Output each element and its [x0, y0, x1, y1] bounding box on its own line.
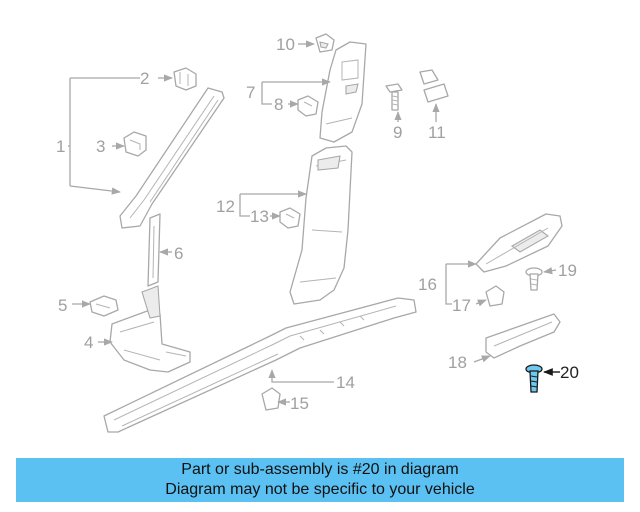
callout-17: 17	[452, 296, 471, 315]
bolt-part-9	[385, 83, 403, 111]
callout-15: 15	[290, 394, 309, 413]
callout-18: 18	[448, 353, 467, 372]
b-pillar-lower-trim	[289, 145, 353, 305]
callout-19: 19	[558, 261, 577, 280]
rear-sill-trim-part-16	[475, 213, 563, 273]
clip-part-13	[279, 207, 301, 229]
info-banner: Part or sub-assembly is #20 in diagram D…	[16, 458, 624, 502]
callout-14: 14	[336, 373, 355, 392]
callout-4: 4	[84, 333, 93, 352]
banner-line-1: Part or sub-assembly is #20 in diagram	[181, 461, 459, 478]
screw-part-19	[525, 267, 543, 291]
fastener-part-20[interactable]	[525, 364, 543, 393]
callout-8: 8	[274, 95, 283, 114]
callout-labels: 1 2 3 4 5 6 7 8 9 10 11 12 13 14 15 16 1…	[56, 35, 579, 413]
banner-line-2: Diagram may not be specific to your vehi…	[165, 481, 475, 498]
callout-20[interactable]: 20	[560, 363, 579, 382]
callout-11: 11	[428, 123, 446, 142]
b-pillar-upper-trim	[319, 41, 367, 143]
callout-16: 16	[418, 275, 437, 294]
callout-2: 2	[140, 69, 149, 88]
clip-part-2	[173, 67, 197, 91]
kick-panel-part-4	[109, 285, 191, 373]
bracket-part-5	[89, 295, 119, 317]
callout-1: 1	[56, 137, 65, 156]
sill-plate-part-14	[103, 297, 417, 433]
clip-part-3	[123, 131, 147, 157]
clip-part-17	[485, 285, 505, 307]
leader-lines	[68, 40, 560, 406]
pad-part-11	[419, 69, 449, 103]
callout-5: 5	[58, 296, 67, 315]
bracket-part-18	[485, 313, 561, 359]
callout-12: 12	[216, 197, 235, 216]
callout-9: 9	[393, 123, 402, 142]
callout-7: 7	[246, 83, 255, 102]
callout-10: 10	[276, 35, 295, 54]
callout-6: 6	[174, 244, 183, 263]
clip-part-8	[297, 95, 319, 117]
parts-diagram: 1 2 3 4 5 6 7 8 9 10 11 12 13 14 15 16 1…	[56, 33, 579, 433]
a-pillar-trim	[119, 87, 225, 229]
trim-strip-part-6	[147, 213, 161, 287]
callout-3: 3	[96, 137, 105, 156]
clip-part-15	[261, 387, 281, 411]
callout-13: 13	[250, 207, 269, 226]
clip-part-10	[315, 33, 335, 53]
